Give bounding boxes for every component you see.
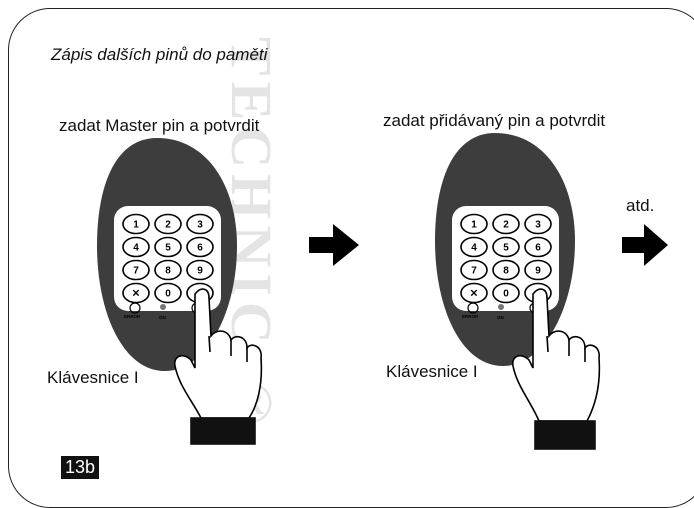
keypad-key-label: 9	[197, 266, 203, 277]
keypad-key-label: 7	[133, 266, 139, 277]
keypad-key-4: 4	[122, 236, 150, 258]
hand-illustration	[511, 288, 601, 450]
keypad-key-9: 9	[524, 259, 552, 281]
keypad-key-label: 7	[471, 266, 477, 277]
keypad-key-9: 9	[186, 259, 214, 281]
keypad-key-label: ✕	[470, 289, 478, 300]
keypad-key-✕: ✕	[122, 282, 150, 304]
keypad-key-3: 3	[186, 213, 214, 235]
keypad-key-✕: ✕	[460, 282, 488, 304]
keypad-key-4: 4	[460, 236, 488, 258]
on-indicator-label: ON	[159, 315, 166, 320]
keypad-key-2: 2	[492, 213, 520, 235]
keypad-key-label: 4	[133, 243, 139, 254]
keypad-key-label: 0	[165, 289, 171, 300]
keypad-key-label: 6	[197, 243, 203, 254]
keypad-key-label: 2	[165, 220, 171, 231]
step-2-caption: zadat přidávaný pin a potvrdit	[383, 111, 606, 130]
error-indicator-label: ERROR	[124, 314, 141, 319]
continuation-label: atd.	[626, 196, 655, 215]
arrow-right-icon	[622, 224, 668, 266]
error-led	[129, 302, 141, 314]
keypad-key-0: 0	[492, 282, 520, 304]
keypad-key-label: 1	[133, 220, 139, 231]
keypad-key-label: 5	[503, 243, 509, 254]
hand-illustration	[173, 288, 263, 445]
keypad-key-label: 3	[197, 220, 203, 231]
keypad-key-0: 0	[154, 282, 182, 304]
figure-heading: Zápis dalších pinů do paměti	[51, 45, 268, 64]
error-indicator-label: ERROR	[462, 314, 479, 319]
keypad-key-label: 4	[471, 243, 477, 254]
arrow-right-icon	[309, 224, 359, 266]
keypad-key-label: 9	[535, 266, 541, 277]
keypad-key-3: 3	[524, 213, 552, 235]
keypad-key-label: 0	[503, 289, 509, 300]
on-led	[160, 304, 166, 310]
keypad-key-label: 2	[503, 220, 509, 231]
keypad-key-label: 6	[535, 243, 541, 254]
keypad-key-label: 1	[471, 220, 477, 231]
keypad-key-6: 6	[524, 236, 552, 258]
on-indicator-label: ON	[497, 315, 504, 320]
keypad-1-label: Klávesnice I	[47, 368, 139, 387]
keypad-key-label: ✕	[132, 289, 140, 300]
keypad-key-6: 6	[186, 236, 214, 258]
error-led	[467, 302, 479, 314]
keypad-key-7: 7	[122, 259, 150, 281]
keypad-key-1: 1	[122, 213, 150, 235]
keypad-key-1: 1	[460, 213, 488, 235]
on-led	[498, 304, 504, 310]
keypad-key-label: 8	[503, 266, 509, 277]
keypad-key-5: 5	[154, 236, 182, 258]
keypad-key-label: 5	[165, 243, 171, 254]
step-1-caption: zadat Master pin a potvrdit	[59, 116, 260, 135]
keypad-key-5: 5	[492, 236, 520, 258]
keypad-key-8: 8	[154, 259, 182, 281]
keypad-key-8: 8	[492, 259, 520, 281]
keypad-key-label: 8	[165, 266, 171, 277]
keypad-key-label: 3	[535, 220, 541, 231]
figure-number-badge: 13b	[61, 456, 99, 479]
keypad-key-7: 7	[460, 259, 488, 281]
keypad-2-label: Klávesnice I	[386, 362, 478, 381]
keypad-key-2: 2	[154, 213, 182, 235]
